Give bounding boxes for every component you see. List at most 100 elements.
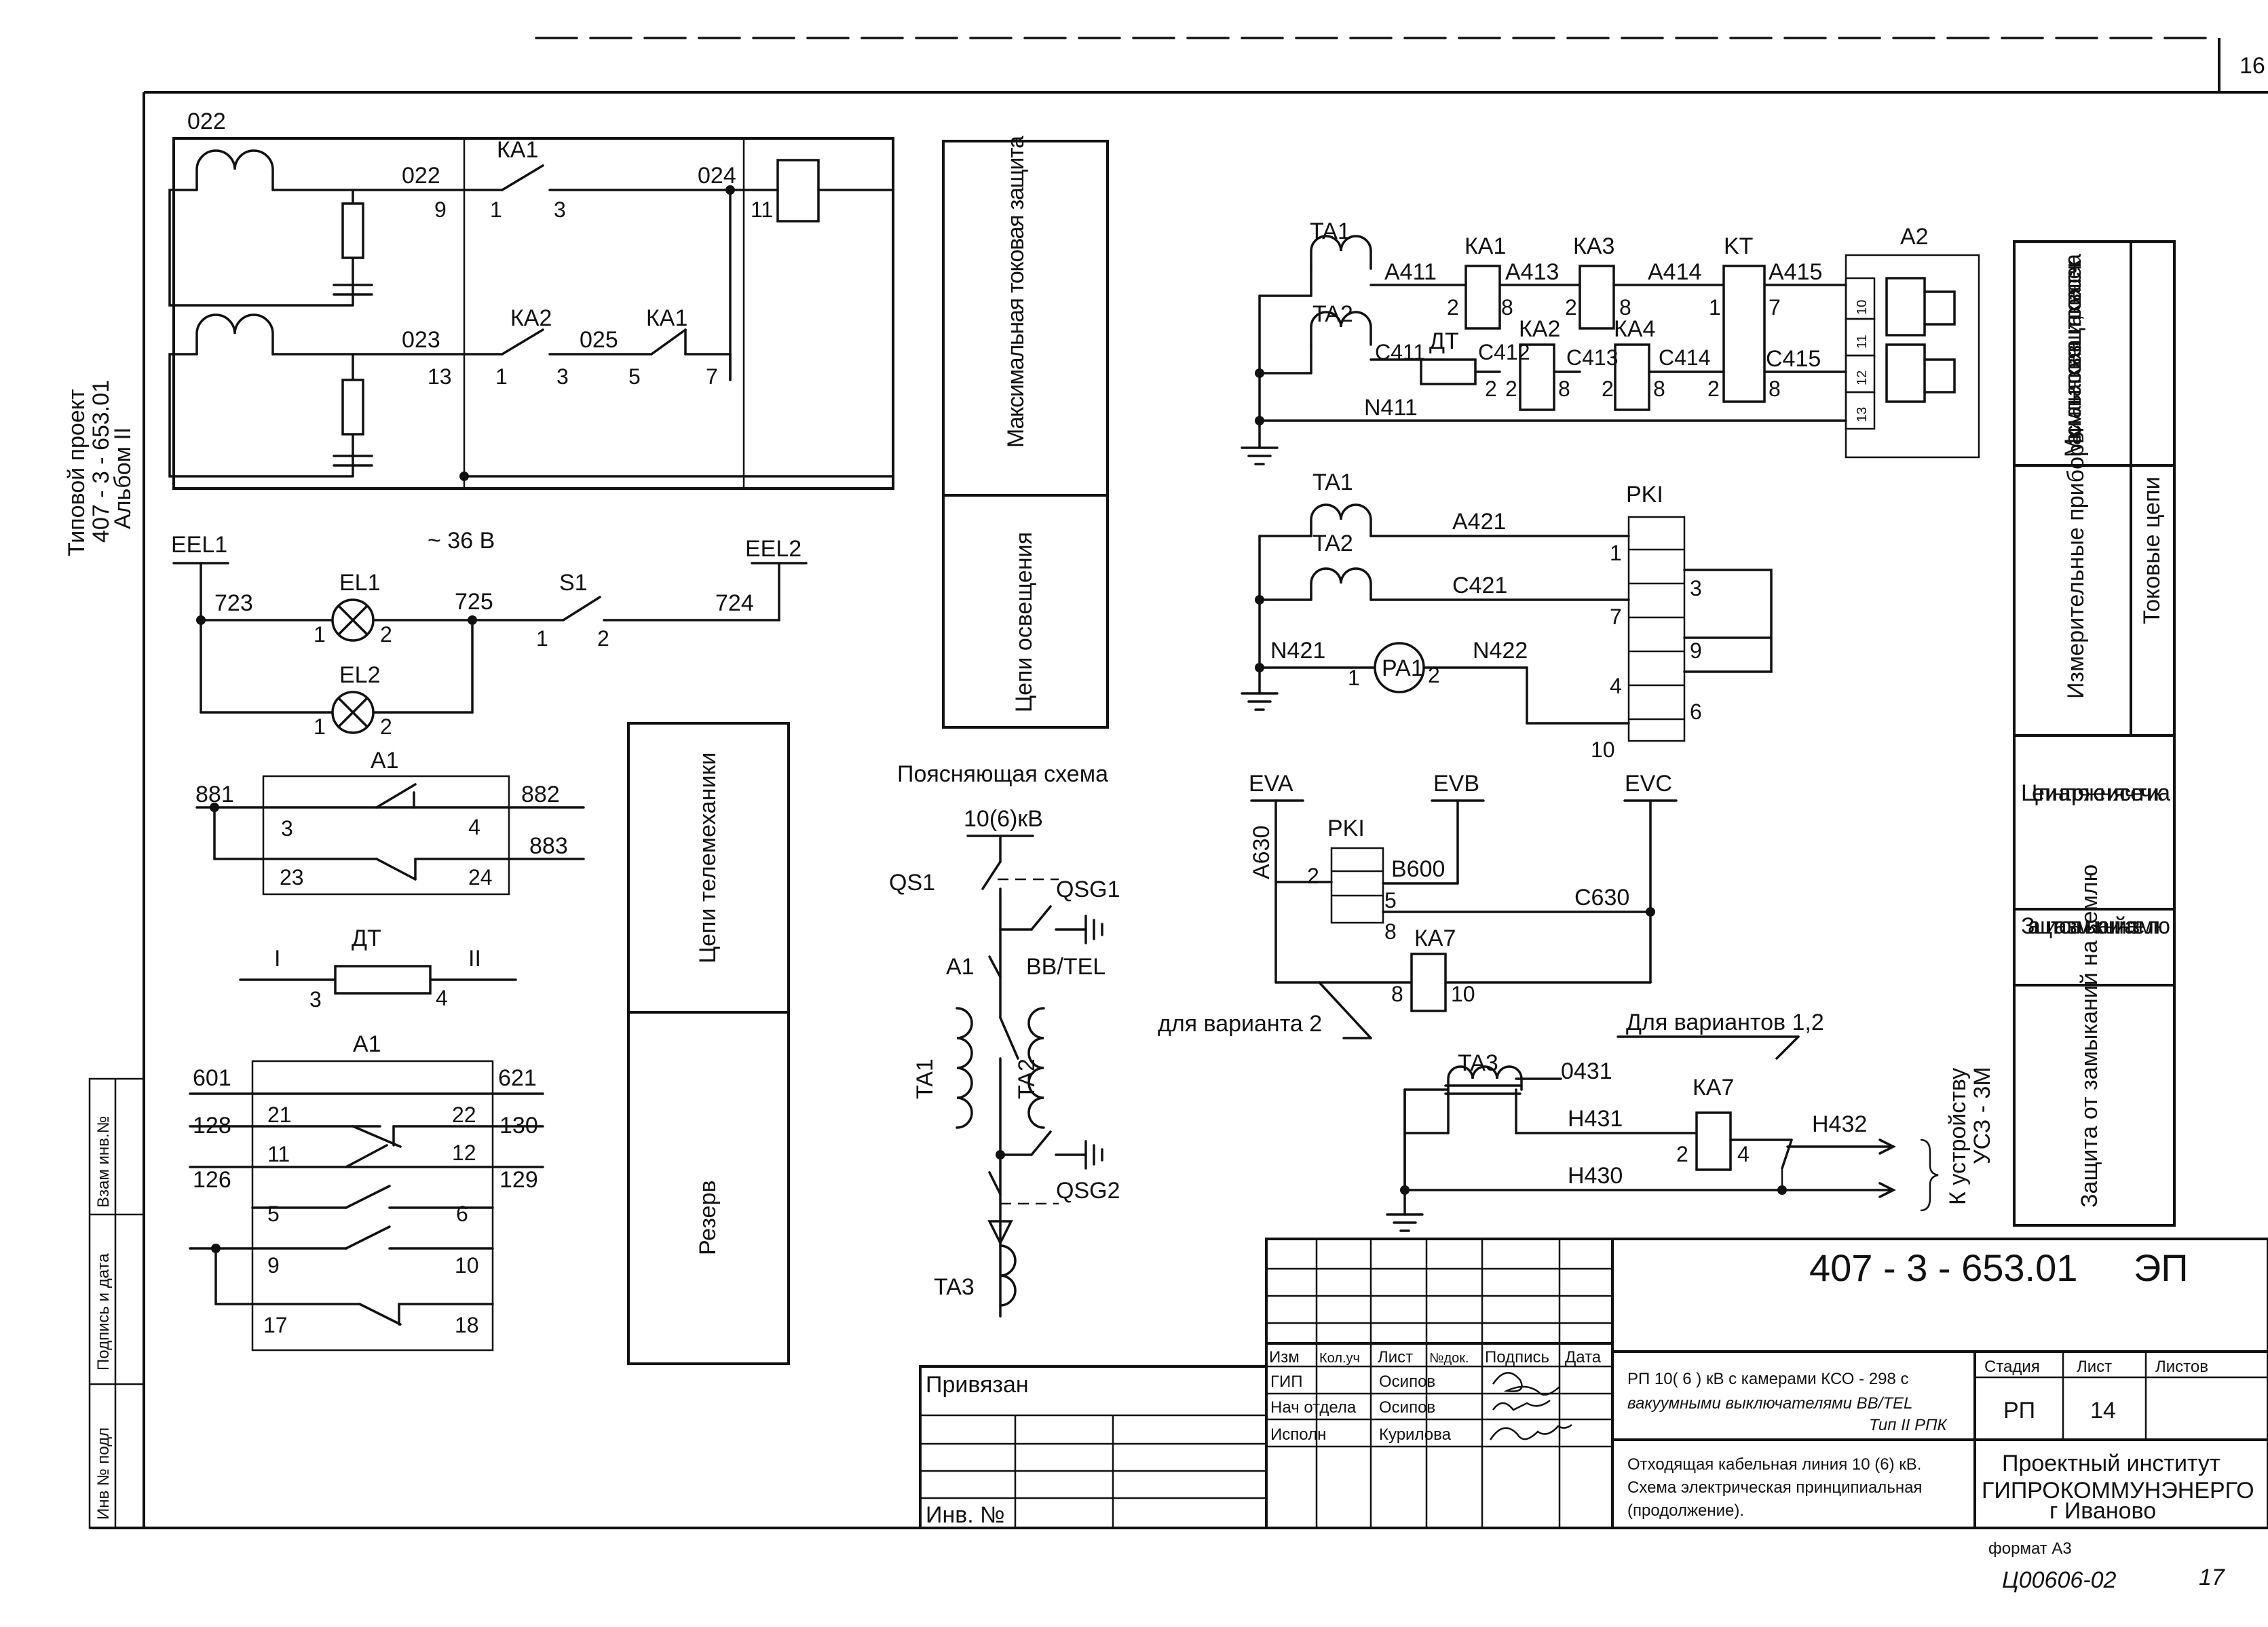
kt-ka1: КА1 (497, 137, 538, 163)
volt-p8b: 8 (1391, 982, 1403, 1006)
a1top-4: 4 (468, 815, 480, 839)
prot-a414: A414 (1648, 259, 1701, 285)
prot-c411: С411 (1375, 340, 1425, 364)
volt-c630: C630 (1574, 885, 1629, 911)
meter-n421: N421 (1270, 638, 1325, 664)
prot-p5: 1 (1709, 295, 1721, 320)
side-project-line-2: 407 - 3 - 653.01 (88, 380, 114, 543)
legend-current: Токовые цепи (2139, 477, 2165, 624)
tb-name-1: Осипов (1379, 1373, 1435, 1391)
light-el1: EL1 (339, 570, 381, 596)
lighting-circuit: EEL1 ~ 36 В EEL2 723 EL1 1 2 725 S1 1 2 … (171, 528, 808, 739)
a1-bottom-block: A1 601 621 128 21 22 130 11 12 126 129 5… (189, 1031, 544, 1352)
explain-qs1: QS1 (889, 870, 935, 896)
tb-bound: Привязан (926, 1372, 1029, 1398)
prot-c415: С415 (1766, 346, 1821, 372)
purpose-reserve: Резерв (695, 1181, 721, 1255)
prot-p6: 7 (1769, 295, 1781, 320)
legend-earth2: Защита от замыканий на землю (2077, 864, 2102, 1208)
prot-a415: A415 (1769, 259, 1822, 285)
a1top-title: A1 (371, 748, 399, 773)
a1bot-11: 11 (267, 1142, 290, 1166)
prot-a411: A411 (1384, 259, 1437, 285)
tb-hdr-sign: Подпись (1485, 1348, 1549, 1366)
tb-org-1: Проектный институт (2002, 1451, 2220, 1476)
tb-inv: Инв. № (926, 1502, 1005, 1528)
a1-top-block: A1 881 882 3 4 883 23 24 (195, 748, 585, 896)
prot-p11: 8 (1653, 377, 1665, 401)
tb-project-1: РП 10( 6 ) кВ с камерами КСО - 298 с (1627, 1370, 1909, 1388)
ef-h432: Н432 (1812, 1111, 1867, 1137)
kt-11: 11 (751, 197, 773, 222)
explain-ta1: TA1 (912, 1058, 938, 1099)
volt-evc: EVC (1625, 771, 1672, 797)
a1top-882: 882 (521, 782, 560, 807)
light-eel1: EEL1 (171, 532, 227, 558)
a1bot-21: 21 (267, 1103, 292, 1127)
dt-pin3: 3 (309, 987, 322, 1012)
a1bot-128: 128 (193, 1113, 231, 1138)
kt-pin1: 1 (490, 197, 502, 222)
signature-1 (1492, 1372, 1560, 1396)
tb-archive: Ц00606-02 (2002, 1567, 2116, 1593)
a1bot-6: 6 (456, 1202, 468, 1226)
tb-name-2: Осипов (1379, 1398, 1435, 1417)
dt-out: II (468, 946, 481, 972)
light-s1-1: 1 (536, 626, 548, 651)
light-725: 725 (455, 589, 493, 615)
prot-t11: 11 (1855, 334, 1870, 349)
kt-9: 9 (434, 197, 447, 222)
meter-a421: A421 (1452, 509, 1506, 535)
a1bot-18: 18 (455, 1313, 479, 1337)
ef-h430: Н430 (1568, 1163, 1623, 1189)
volt-p10: 10 (1451, 982, 1475, 1006)
voltage-circuit: EVA EVB EVC A630 PKI B600 2 5 C630 8 КА7… (1158, 771, 1678, 1039)
tb-sheet-3: (продолжение). (1627, 1501, 1744, 1520)
explain-qsg1: QSG1 (1056, 877, 1120, 902)
tb-doc-code: 407 - 3 - 653.01 (1809, 1246, 2077, 1289)
corner-sheet-no: 16 (2239, 53, 2265, 79)
meter-t1: 1 (1610, 541, 1622, 565)
explain-vv: ВВ/TEL (1026, 954, 1105, 980)
prot-p8: 2 (1505, 377, 1517, 401)
explain-qsg2: QSG2 (1056, 1178, 1120, 1204)
kt-block: 022 KT 022 9 К (168, 109, 894, 490)
light-el2: EL2 (339, 662, 381, 688)
ef-device: К устройству (1945, 1068, 1971, 1205)
explain-title: Поясняющая схема (897, 761, 1108, 787)
light-s1: S1 (559, 570, 588, 596)
kt-ka2: КА2 (510, 305, 552, 331)
light-el1-1: 1 (314, 622, 326, 647)
purpose-boxes: Максимальная токовая защита Цепи освещен… (627, 136, 1109, 1365)
volt-var2: для варианта 2 (1158, 1011, 1322, 1037)
a1bot-17: 17 (263, 1313, 288, 1337)
prot-p1: 2 (1447, 295, 1459, 320)
tb-name-3: Курилова (1379, 1425, 1452, 1444)
prot-p13: 8 (1769, 377, 1781, 401)
volt-b600: B600 (1391, 856, 1445, 882)
drawing-frame: 16 Типовой проект 407 - 3 - 653.01 Альбо… (64, 37, 2268, 1529)
ef-p2: 2 (1676, 1142, 1688, 1166)
ef-ka7: КА7 (1693, 1075, 1734, 1100)
earth-fault-circuit: Для вариантов 1,2 TA3 0431 КА7 Н431 Н432… (1386, 1010, 1995, 1232)
tb-org-3: г Иваново (2049, 1498, 2156, 1524)
a1top-881: 881 (195, 782, 234, 807)
legend-earth1: Защита от замыканий на землю (2021, 913, 2170, 939)
tb-sheet-2: Схема электрическая принципиальная (1627, 1478, 1922, 1497)
kt-pin3b: 3 (556, 364, 569, 389)
prot-p12: 2 (1707, 377, 1720, 401)
dt-symbol: ДТ I II 3 4 (239, 925, 517, 1012)
prot-t10: 10 (1855, 300, 1870, 315)
kt-13: 13 (428, 364, 452, 389)
side-project-line-3: Альбом II (110, 427, 136, 529)
legend-column: Максимальная токовая защита, токовая отс… (2013, 240, 2176, 1227)
light-723: 723 (214, 590, 253, 616)
tb-sheet-hdr: Лист (2077, 1358, 2112, 1376)
light-724: 724 (715, 590, 754, 616)
ef-usz: УСЗ - 3М (1969, 1067, 1995, 1164)
light-voltage: ~ 36 В (428, 528, 495, 554)
kt-023: 023 (402, 327, 440, 353)
tb-sheet-1: Отходящая кабельная линия 10 (6) кВ. (1627, 1455, 1921, 1474)
a1bot-12: 12 (452, 1141, 476, 1165)
meter-ta1: TA1 (1312, 470, 1353, 495)
